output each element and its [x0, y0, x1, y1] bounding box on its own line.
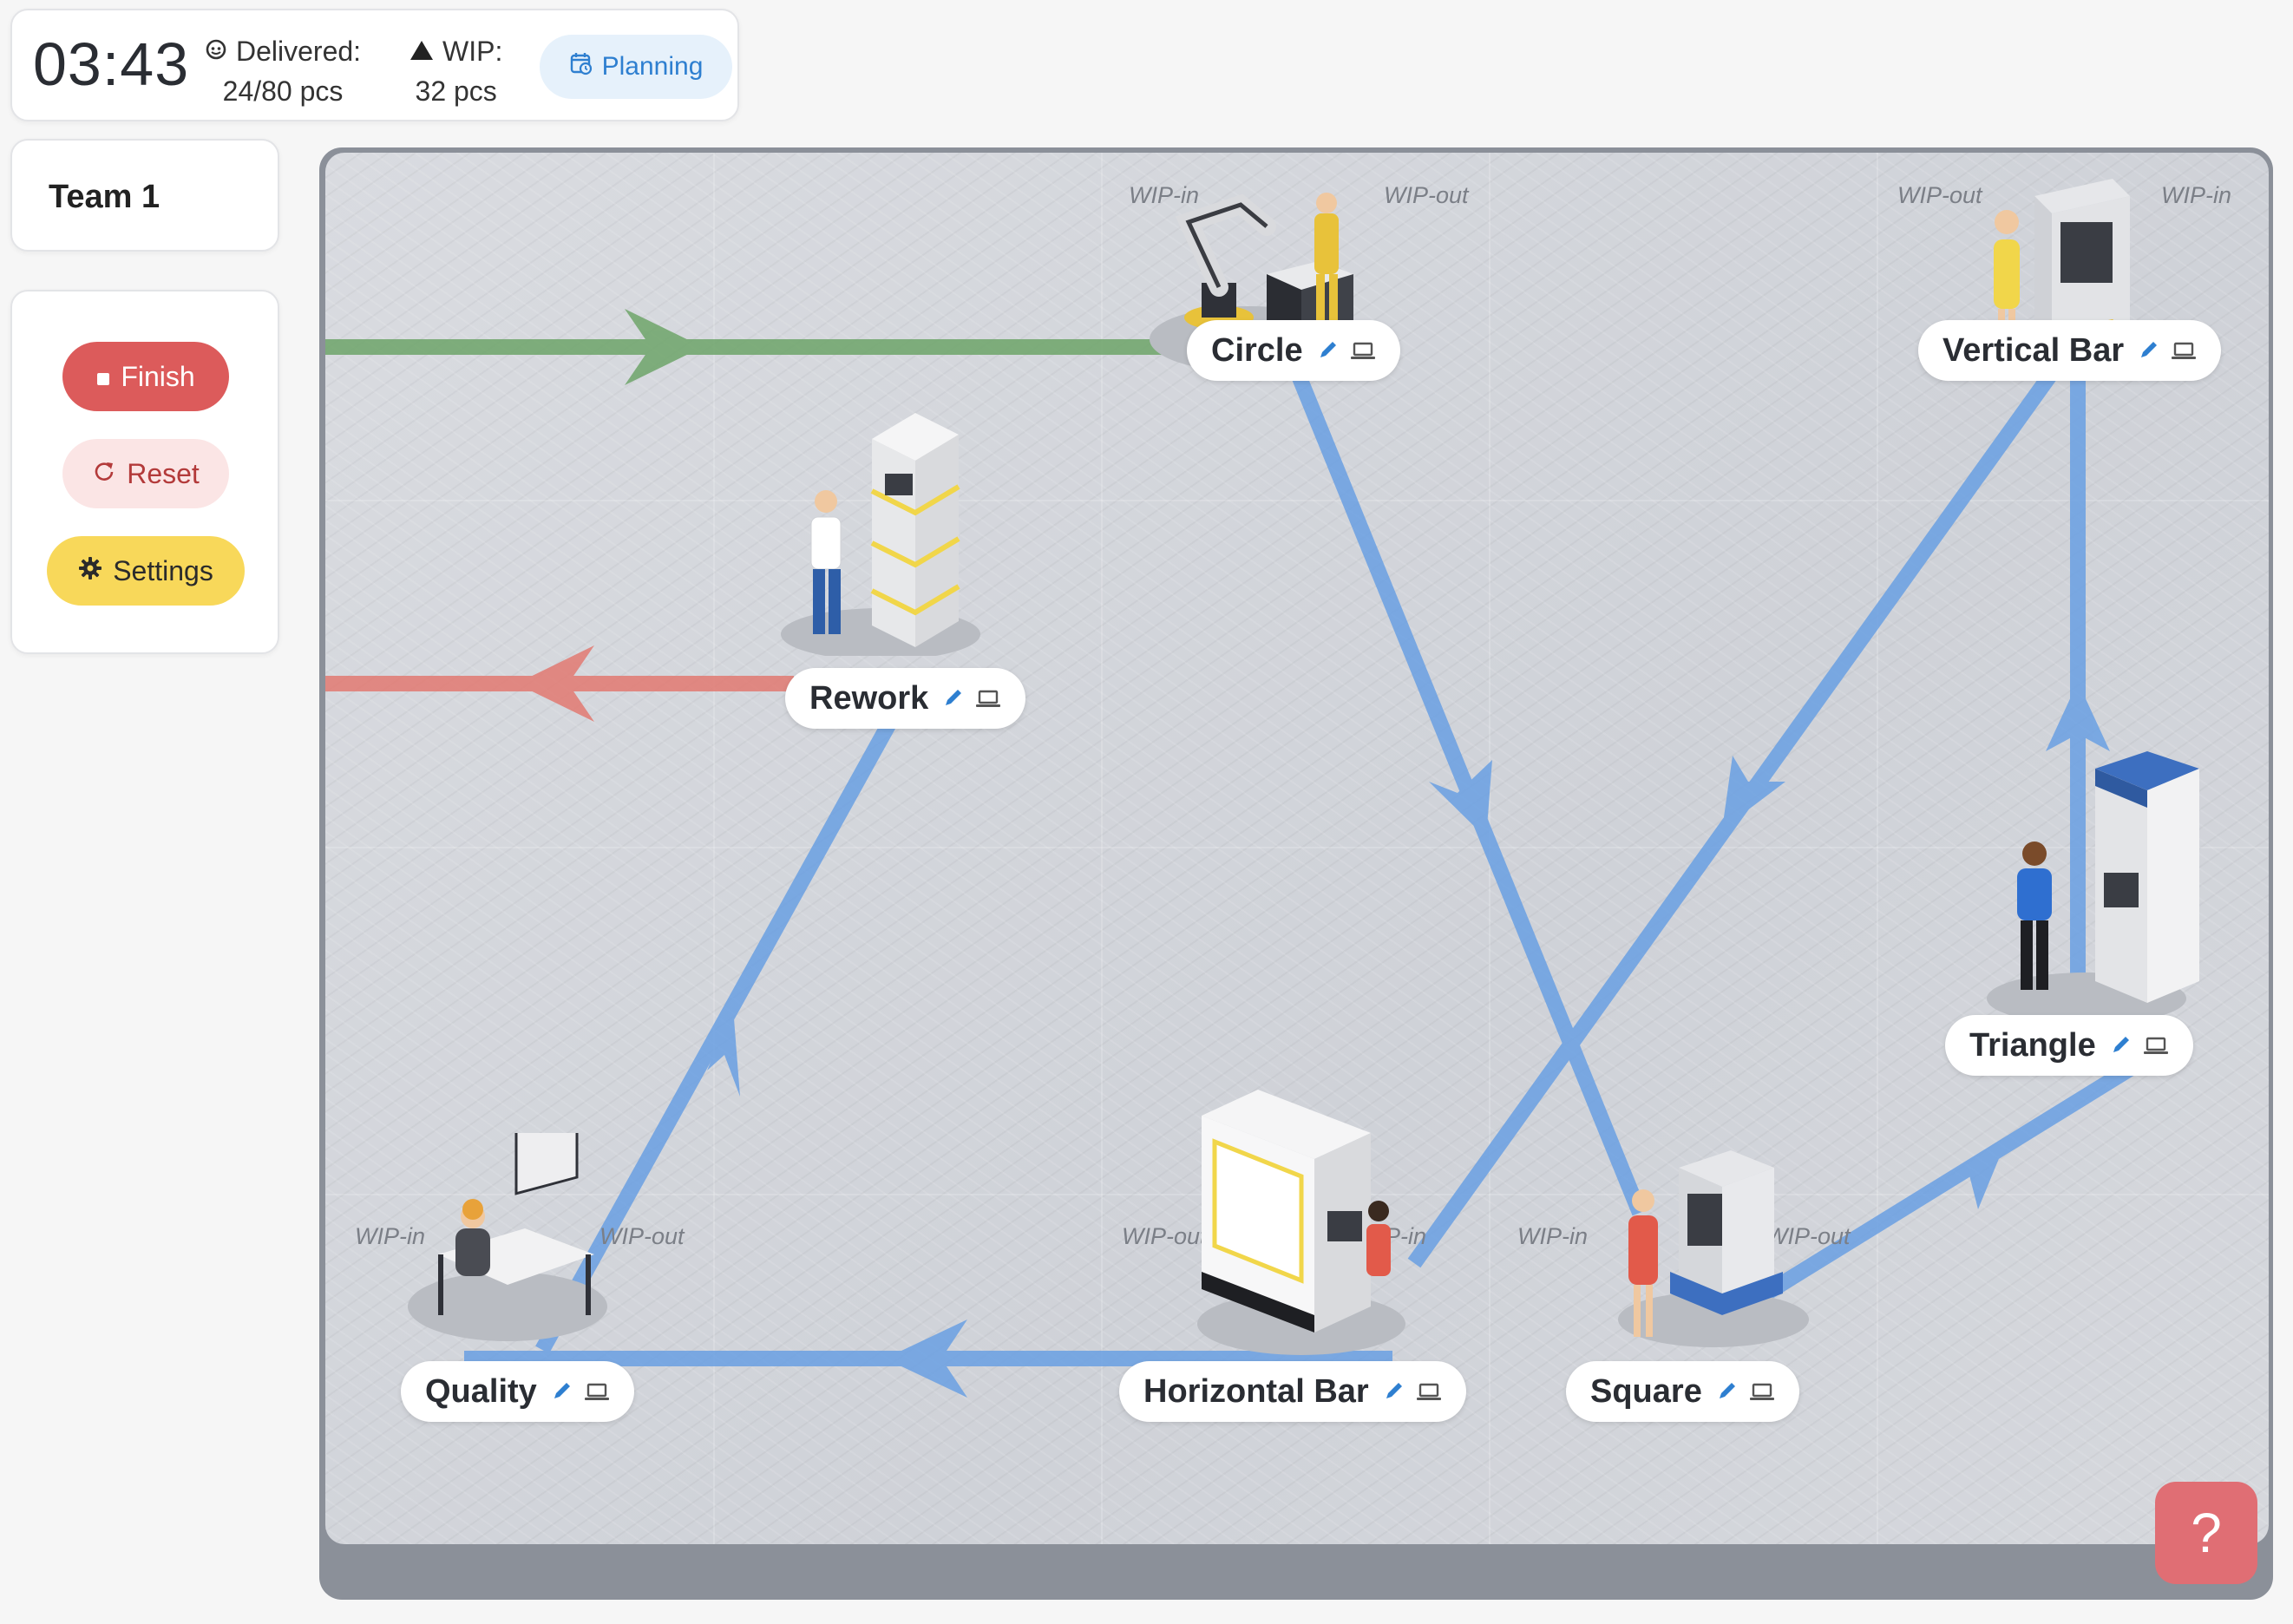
- station-horizontal-bar[interactable]: Horizontal Bar: [1119, 1361, 1466, 1422]
- gear-icon: [78, 555, 102, 587]
- triangle-icon: [409, 31, 434, 71]
- settings-label: Settings: [113, 554, 213, 586]
- flow-arrows: [325, 309, 2143, 1398]
- station-triangle-label: Triangle: [1969, 1026, 2096, 1064]
- laptop-icon[interactable]: [2171, 332, 2197, 370]
- wip-value: 32 pcs: [415, 75, 497, 107]
- horizontalbar-machine-illustration: [1197, 1090, 1405, 1355]
- station-vertical-bar[interactable]: Vertical Bar: [1918, 320, 2222, 381]
- team-card: Team 1: [10, 139, 279, 252]
- pencil-icon[interactable]: [1716, 1373, 1739, 1411]
- gear-face-icon: [205, 31, 227, 71]
- pencil-icon[interactable]: [2110, 1027, 2132, 1064]
- delivered-value: 24/80 pcs: [222, 75, 344, 107]
- team-name: Team 1: [49, 179, 161, 215]
- quality-wip-in-label: WIP-in: [355, 1223, 425, 1249]
- station-quality[interactable]: Quality: [401, 1361, 634, 1422]
- timer: 03:43: [33, 30, 190, 98]
- flow-arrowhead: [2046, 682, 2110, 751]
- grid-line: [713, 153, 715, 1544]
- planning-button[interactable]: Planning: [540, 35, 732, 99]
- planning-label: Planning: [601, 52, 704, 81]
- horizontalbar-wip-out-label: WIP-out: [1122, 1223, 1207, 1249]
- wip-stat: WIP: 32 pcs: [409, 31, 502, 111]
- grid-line: [1101, 153, 1103, 1544]
- delivered-label: Delivered:: [236, 36, 362, 67]
- circle-wip-in-label: WIP-in: [1129, 182, 1199, 208]
- pencil-icon[interactable]: [1383, 1373, 1405, 1411]
- reset-button[interactable]: Reset: [62, 439, 229, 508]
- station-vertical-bar-label: Vertical Bar: [1942, 331, 2125, 369]
- flow-arrowhead: [1429, 760, 1492, 838]
- controls-card: Finish Reset Settings: [10, 290, 279, 654]
- delivered-stat: Delivered: 24/80 pcs: [205, 31, 361, 111]
- circle-wip-out-label: WIP-out: [1384, 182, 1469, 208]
- station-horizontal-bar-label: Horizontal Bar: [1143, 1372, 1369, 1410]
- stop-square-icon: [96, 361, 110, 393]
- station-quality-label: Quality: [425, 1372, 537, 1410]
- quality-wip-out-label: WIP-out: [599, 1223, 685, 1249]
- production-board: WIP-in WIP-out WIP-out WIP-in WIP-in WIP…: [325, 153, 2269, 1544]
- flow-arrowhead: [1722, 756, 1785, 829]
- rework-station-illustration: [781, 413, 980, 656]
- refresh-icon: [92, 458, 116, 490]
- flow-quality-to-rework: [535, 704, 905, 1354]
- laptop-icon[interactable]: [584, 1373, 610, 1411]
- flow-arrowhead: [707, 1007, 740, 1097]
- square-wip-out-label: WIP-out: [1766, 1223, 1851, 1249]
- laptop-icon[interactable]: [975, 680, 1001, 717]
- station-rework[interactable]: Rework: [785, 668, 1026, 729]
- calendar-clock-icon: [569, 51, 593, 82]
- flow-arrowhead: [885, 1320, 967, 1398]
- grid-line: [325, 847, 2269, 848]
- grid-line: [325, 500, 2269, 501]
- verticalbar-wip-out-label: WIP-out: [1897, 182, 1982, 208]
- finish-button[interactable]: Finish: [62, 342, 229, 411]
- help-button[interactable]: ?: [2155, 1482, 2257, 1584]
- laptop-icon[interactable]: [1416, 1373, 1442, 1411]
- station-rework-label: Rework: [809, 679, 929, 717]
- pencil-icon[interactable]: [2138, 332, 2160, 370]
- reset-label: Reset: [127, 457, 200, 489]
- laptop-icon[interactable]: [2143, 1027, 2169, 1064]
- flow-arrowhead: [1946, 1146, 2004, 1209]
- rework-outbound-arrowhead: [516, 645, 594, 722]
- pencil-icon[interactable]: [942, 680, 965, 717]
- settings-button[interactable]: Settings: [47, 536, 245, 606]
- wip-label: WIP:: [442, 36, 503, 67]
- verticalbar-wip-in-label: WIP-in: [2161, 182, 2231, 208]
- status-card: 03:43 Delivered: 24/80 pcs WIP: 32 pcs P…: [10, 9, 739, 121]
- station-square-label: Square: [1590, 1372, 1702, 1410]
- station-square[interactable]: Square: [1566, 1361, 1799, 1422]
- station-triangle[interactable]: Triangle: [1945, 1015, 2193, 1076]
- triangle-machine-illustration: [1987, 751, 2199, 1020]
- inbound-flow-arrowhead: [625, 309, 703, 385]
- flow-square-to-triangle: [1726, 1057, 2143, 1322]
- finish-label: Finish: [121, 360, 195, 392]
- pencil-icon[interactable]: [551, 1373, 573, 1411]
- square-wip-in-label: WIP-in: [1517, 1223, 1588, 1249]
- laptop-icon[interactable]: [1749, 1373, 1775, 1411]
- laptop-icon[interactable]: [1350, 332, 1376, 370]
- station-circle-label: Circle: [1211, 331, 1303, 369]
- quality-station-illustration: [408, 1133, 607, 1341]
- square-machine-illustration: [1618, 1150, 1809, 1347]
- pencil-icon[interactable]: [1317, 332, 1340, 370]
- grid-line: [1877, 153, 1878, 1544]
- station-circle[interactable]: Circle: [1187, 320, 1400, 381]
